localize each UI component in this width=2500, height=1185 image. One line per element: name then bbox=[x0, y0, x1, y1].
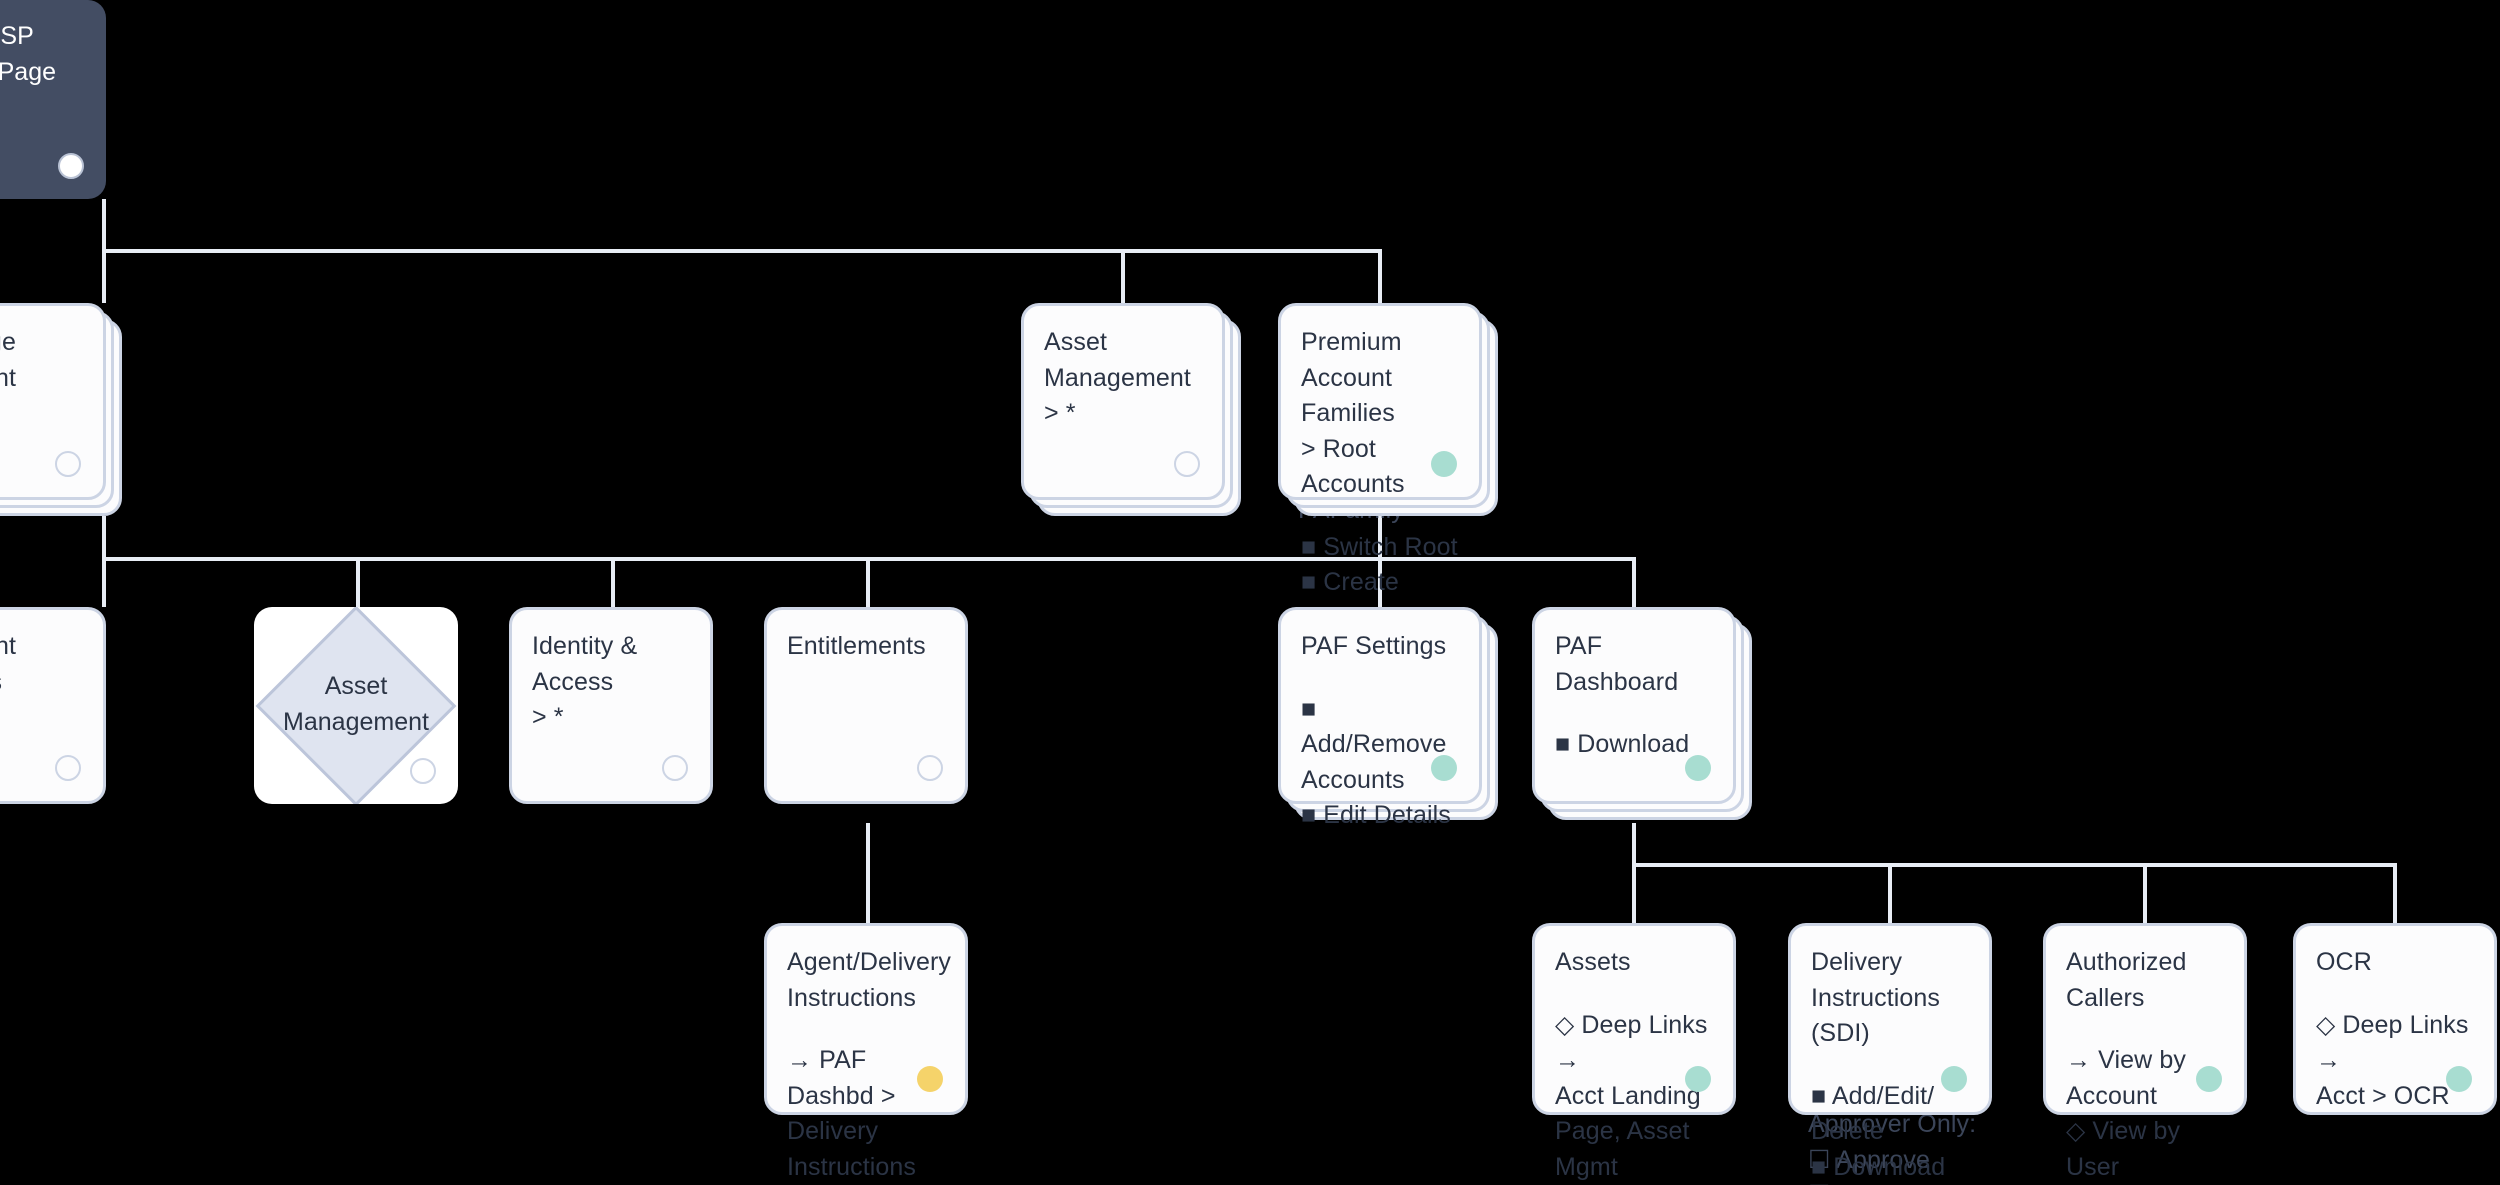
node-agent-delivery-instructions-bullets: → PAF Dashbd > Delivery Instructions bbox=[787, 1046, 917, 1181]
node-account-details[interactable]: Account Details bbox=[0, 607, 106, 804]
node-asset-management-diamond[interactable]: Asset Management bbox=[254, 607, 458, 804]
node-asset-management-top[interactable]: Asset Management > * bbox=[1021, 303, 1246, 516]
edge-drop-asset-management-top bbox=[1121, 249, 1125, 303]
edge-drop-paf-dashboard bbox=[1632, 557, 1636, 607]
node-paf-settings-bullets: ■ Add/Remove Accounts ■ Edit Details bbox=[1301, 694, 1451, 830]
edge-drop-delivery-instructions bbox=[1888, 863, 1892, 923]
node-identity-access-title: Identity & Access > * bbox=[532, 632, 638, 731]
node-authorized-callers-bullets: → View by Account ◇ View by User bbox=[2066, 1046, 2186, 1181]
edge-drop-manage-account bbox=[102, 249, 106, 303]
node-entitlements-title: Entitlements bbox=[787, 632, 926, 660]
node-identity-access[interactable]: Identity & Access > * bbox=[509, 607, 713, 804]
node-asset-management-top-title: Asset Management > * bbox=[1044, 328, 1191, 427]
status-dot-empty bbox=[917, 755, 943, 781]
node-assets[interactable]: Assets ◇ Deep Links → Acct Landing Page,… bbox=[1532, 923, 1736, 1181]
node-paf-dashboard-bullets: ■ Download bbox=[1555, 730, 1690, 758]
node-root-title: HPE NSP Home Page bbox=[0, 22, 57, 86]
node-ocr-bullets: ◇ Deep Links → Acct > OCR bbox=[2316, 1010, 2469, 1110]
status-dot-empty bbox=[55, 451, 81, 477]
node-delivery-instructions-sdi[interactable]: Approver Only: ☐ Approve ☐ Request Edits… bbox=[1788, 923, 1992, 1185]
node-paf-settings[interactable]: PAF Settings ■ Add/Remove Accounts ■ Edi… bbox=[1278, 607, 1503, 829]
node-entitlements[interactable]: Entitlements bbox=[764, 607, 968, 804]
edge-level3-bus bbox=[1632, 863, 2397, 867]
edge-drop-premium-account-families bbox=[1378, 249, 1382, 303]
edge-root-stem bbox=[102, 199, 106, 249]
node-ocr-title: OCR bbox=[2316, 948, 2372, 976]
edge-manage-account-stem bbox=[102, 516, 106, 559]
node-agent-delivery-instructions-title: Agent/Delivery Instructions bbox=[787, 948, 951, 1012]
node-paf-settings-title: PAF Settings bbox=[1301, 632, 1447, 660]
edge-drop-entitlements bbox=[866, 557, 870, 607]
node-assets-bullets: ◇ Deep Links → Acct Landing Page, Asset … bbox=[1555, 1010, 1708, 1181]
edge-premium-stem bbox=[1378, 515, 1382, 559]
edge-drop-ocr bbox=[2393, 863, 2397, 923]
edge-drop-account-details bbox=[102, 557, 106, 607]
status-dot-amber bbox=[917, 1066, 943, 1092]
node-account-details-title: Account Details bbox=[0, 632, 17, 696]
edge-drop-authorized-callers bbox=[2143, 863, 2147, 923]
node-manage-account[interactable]: Manage Account bbox=[0, 303, 127, 516]
status-dot-green bbox=[1431, 755, 1457, 781]
edge-level1-bus bbox=[102, 249, 1382, 253]
node-asset-management-diamond-title: Asset Management bbox=[283, 672, 429, 736]
node-agent-delivery-instructions[interactable]: Agent/Delivery Instructions → PAF Dashbd… bbox=[764, 923, 968, 1181]
node-premium-account-families-title: Premium Account Families > Root Accounts bbox=[1301, 328, 1405, 498]
status-dot-green bbox=[1941, 1066, 1967, 1092]
status-dot-green bbox=[2446, 1066, 2472, 1092]
status-dot-green bbox=[1685, 1066, 1711, 1092]
edge-drop-identity-access bbox=[611, 557, 615, 607]
status-dot-white bbox=[58, 153, 84, 179]
status-dot-green bbox=[2196, 1066, 2222, 1092]
edge-drop-assets bbox=[1632, 863, 1636, 923]
node-paf-dashboard[interactable]: PAF Dashboard ■ Download bbox=[1532, 607, 1757, 820]
status-dot-empty bbox=[662, 755, 688, 781]
node-premium-account-families-bullets: ■ Switch Root ■ Create bbox=[1301, 532, 1458, 597]
node-assets-title: Assets bbox=[1555, 948, 1631, 976]
node-authorized-callers[interactable]: Authorized Callers → View by Account ◇ V… bbox=[2043, 923, 2247, 1181]
node-authorized-callers-title: Authorized Callers bbox=[2066, 948, 2187, 1012]
node-root[interactable]: HPE NSP Home Page bbox=[0, 0, 106, 199]
node-ocr[interactable]: OCR ◇ Deep Links → Acct > OCR bbox=[2293, 923, 2497, 1115]
node-premium-account-families[interactable]: PAFamily Premium Account Families > Root… bbox=[1278, 303, 1503, 596]
status-dot-empty bbox=[55, 755, 81, 781]
node-paf-dashboard-title: PAF Dashboard bbox=[1555, 632, 1679, 696]
edge-drop-asset-management-diamond bbox=[356, 557, 360, 607]
node-delivery-instructions-sdi-title: Delivery Instructions (SDI) bbox=[1811, 948, 1941, 1047]
node-delivery-instructions-sdi-bullets: ■ Add/Edit/ Delete ■ Download bbox=[1811, 1081, 1946, 1181]
edge-paf-dashboard-stem bbox=[1632, 823, 1636, 865]
status-dot-green bbox=[1685, 755, 1711, 781]
status-dot-empty bbox=[1174, 451, 1200, 477]
status-dot-empty bbox=[410, 758, 436, 784]
edge-drop-paf-settings bbox=[1378, 557, 1382, 607]
status-dot-green bbox=[1431, 451, 1457, 477]
node-manage-account-title: Manage Account bbox=[0, 328, 17, 392]
edge-entitlements-to-agent-delivery bbox=[866, 823, 870, 923]
